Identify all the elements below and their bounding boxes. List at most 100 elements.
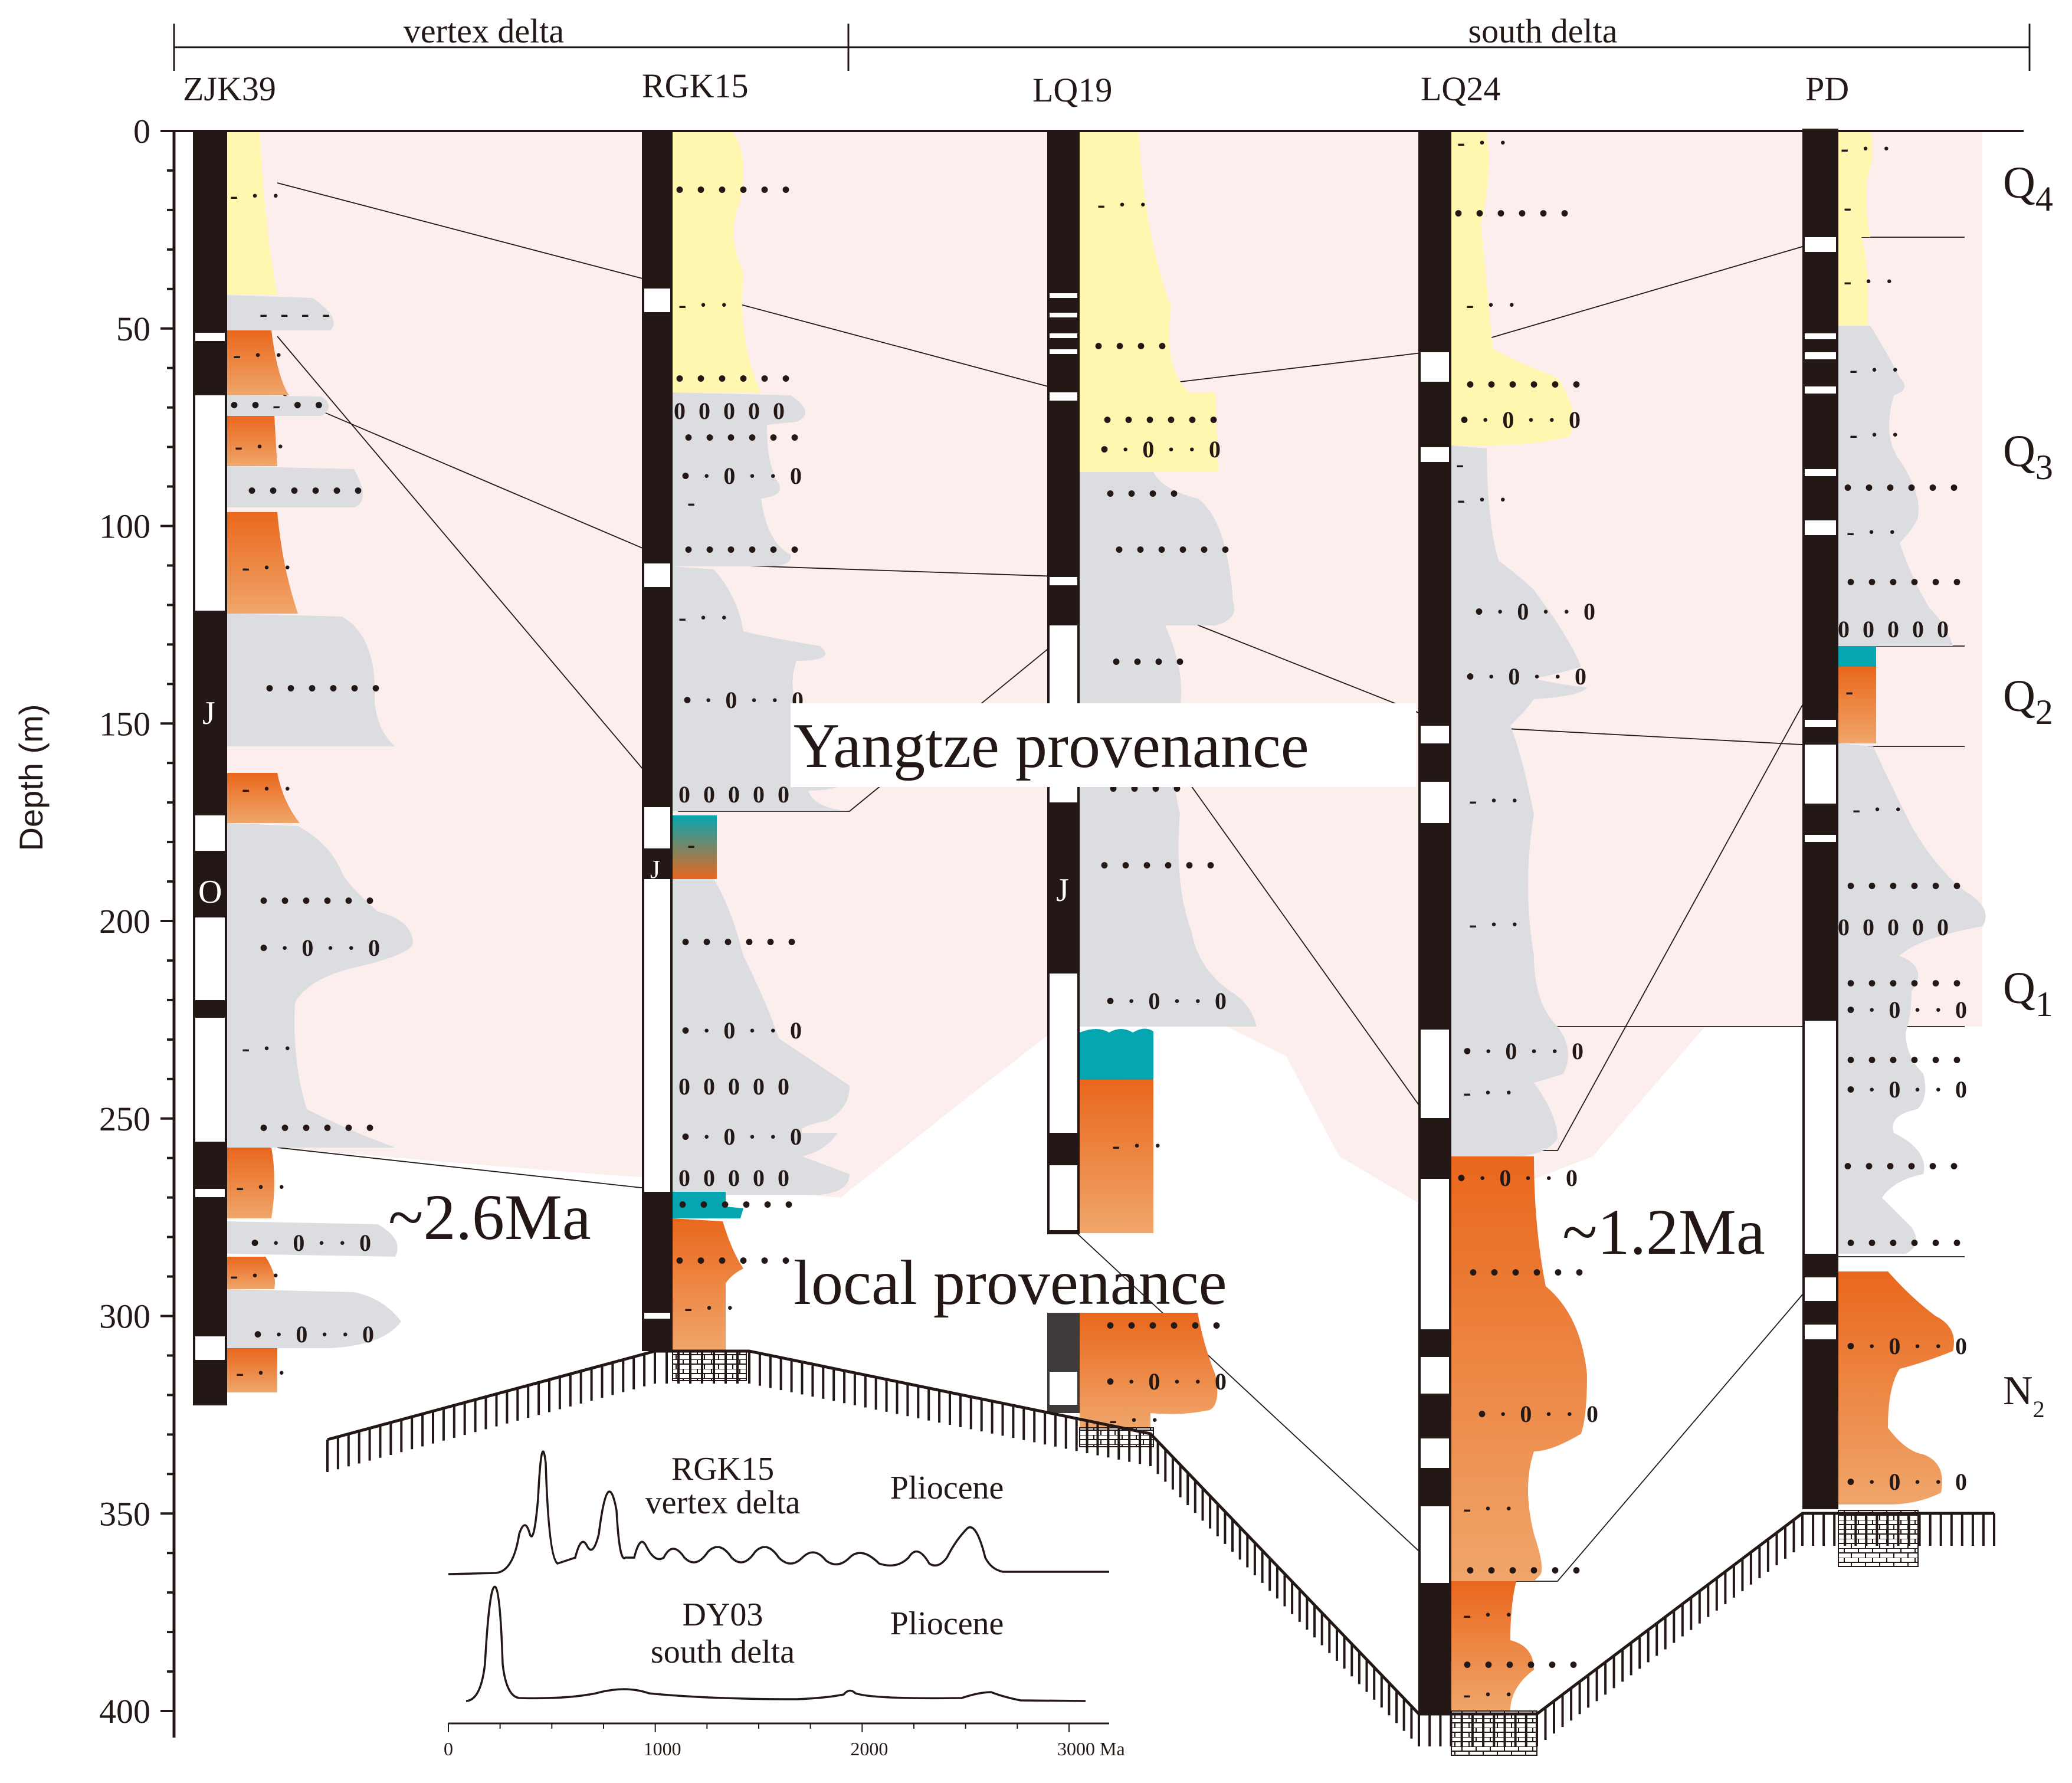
sand-symbol: • • • • • • [1106,1312,1224,1339]
silt-symbol: - · · [1457,129,1510,156]
silt-symbol: - · · [1463,1601,1516,1628]
local-provenance-label: local provenance [794,1248,1227,1318]
sand-symbol: • • • • • • [678,1191,796,1218]
column-lq19 [1047,131,1257,1447]
sand-symbol: • • • • • • [1847,970,1965,997]
normal-chron [195,1189,225,1197]
depth-tick-label: 100 [99,507,150,546]
pebbly-symbol: • · 0 · · 0 [1106,988,1230,1014]
orange-unit [1451,1581,1534,1711]
normal-chron [1805,352,1836,359]
orange-unit [1838,1271,1954,1505]
pebbly-symbol: • · 0 · · 0 [1106,1368,1230,1395]
gravel-symbol: 0 0 0 0 0 [1838,914,1952,940]
normal-chron [1421,1506,1449,1583]
silt-symbol: - · · [1097,191,1150,218]
normal-chron [644,289,670,312]
silt-symbol: • • • • [1112,648,1188,675]
pebbly-symbol: • · 0 · · 0 [1463,1038,1587,1064]
pebbly-symbol: • · 0 · · 0 [1847,1076,1971,1103]
sand-symbol: • • • • • • [1847,1047,1965,1073]
well-label-rgk15: RGK15 [642,67,748,105]
gravel-symbol: 0 0 0 0 0 [678,1165,793,1191]
header: vertex delta south delta ZJK39 RGK15 LQ1… [173,12,2031,109]
sand-symbol: • • • • • • [260,887,378,914]
yangtze-provenance-label: Yangtze provenance [794,711,1309,781]
normal-chron [1805,720,1836,727]
basement [1838,1510,1919,1567]
mud-symbol: - [1844,194,1855,221]
polarity-label-o: O [198,874,222,910]
sand-symbol: • • • • • • [1844,1153,1962,1179]
well-label-zjk39: ZJK39 [183,70,276,108]
silt-symbol: - · · [1109,1407,1162,1433]
stratigraphic-units: Q4 Q3 Q2 Q1 N2 [2003,158,2053,1423]
gravel-symbol: 0 0 0 0 0 [678,781,793,808]
column-zjk39 [193,131,413,1405]
normal-chron [195,815,225,851]
silt-symbol: - · · [1463,1079,1516,1106]
sand-symbol: • • • • • • [260,1115,378,1141]
normal-chron [1805,333,1836,339]
gray-unit [227,295,334,330]
polarity-label-o: O [1051,1132,1075,1168]
unit-q2: Q2 [2003,671,2053,732]
normal-chron [1050,577,1077,585]
pebbly-symbol: • · 0 · · 0 [681,1123,805,1150]
sand-symbol: • • • • • • [676,176,794,203]
age-label-south: ~1.2Ma [1562,1196,1765,1268]
teal-unit [1080,1028,1153,1080]
pebbly-symbol: • · 0 · · 0 [1847,1333,1971,1359]
silt-symbol: - · · [1850,421,1903,448]
normal-chron [1050,974,1077,1133]
normal-chron [1805,1277,1836,1301]
yellow-unit [227,131,277,295]
teal-unit [673,1192,743,1218]
normal-chron [644,563,670,587]
sand-symbol: • • • • • • [1844,474,1962,501]
gravel-symbol: 0 0 0 0 0 [678,1073,793,1100]
normal-chron [1050,313,1077,317]
normal-chron [1421,1357,1449,1394]
silt-symbol: - - - - [260,300,333,327]
normal-chron [1805,386,1836,394]
normal-chron [1050,333,1077,338]
yellow-unit [673,131,761,392]
pebbly-symbol: • · 0 · · 0 [260,935,383,961]
normal-chron [1421,1030,1449,1118]
inset-label-dy03: DY03 [683,1597,763,1633]
inset-tick-label: 2000 [850,1738,888,1759]
normal-chron [195,917,225,1000]
orange-unit [227,1257,275,1289]
gray-unit [673,879,850,1195]
normal-chron [195,333,225,341]
orange-unit [1451,1156,1587,1581]
silt-symbol: - · · [230,1262,283,1289]
orange-unit [227,1148,274,1218]
pebbly-symbol: • · 0 · · 0 [683,687,807,713]
normal-chron [1805,520,1836,535]
normal-chron [1805,745,1836,804]
silt-symbol: - · · [684,1294,737,1321]
pebbly-symbol: • · 0 · · 0 [1466,663,1590,690]
pebbly-symbol: • · 0 · · 0 [1475,598,1599,625]
zone-labels: Yangtze provenance local provenance ~2.6… [388,703,1765,1318]
normal-chron [195,1018,225,1142]
inset-tick-label: 0 [444,1738,453,1759]
sand-symbol: • • • • • • [676,365,794,392]
normal-chron [195,1336,225,1360]
gray-unit [227,466,363,507]
yellow-unit [1451,131,1573,445]
gray-unit [227,1289,401,1348]
normal-chron [644,1313,670,1319]
orange-unit [1080,1313,1218,1428]
inset-label-rgk15: RGK15 [671,1451,774,1487]
polarity-label-j: J [1056,872,1069,909]
normal-chron [644,879,670,1192]
sand-symbol: • • • • • • [1115,536,1233,563]
pebbly-symbol: • · 0 · · 0 [1478,1401,1602,1427]
silt-symbol: - · · [242,1035,295,1061]
depth-tick-label: 400 [99,1692,150,1730]
sand-symbol: • • • • • • [248,477,366,504]
